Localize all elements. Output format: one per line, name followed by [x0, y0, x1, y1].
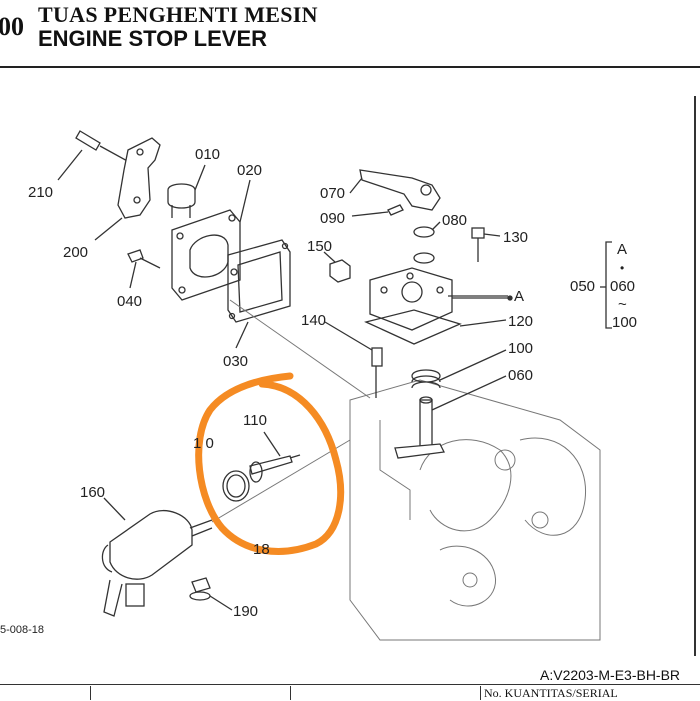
right-border-rule: [694, 96, 696, 656]
model-code: A:V2203-M-E3-BH-BR: [540, 667, 681, 683]
part-label: 120: [508, 313, 534, 330]
section-number: 00: [0, 12, 24, 41]
legend-tilde: ~: [618, 296, 627, 313]
part-label: 190: [233, 603, 259, 620]
footer-divider: [90, 686, 91, 700]
title-indonesian: TUAS PENGHENTI MESIN: [38, 2, 318, 27]
part-label: 210: [28, 184, 54, 201]
part-label: 100: [508, 340, 534, 357]
title-english: ENGINE STOP LEVER: [38, 26, 268, 51]
header-rule: [0, 66, 700, 68]
legend-dot: •: [620, 261, 625, 275]
part-label: 070: [320, 185, 346, 202]
part-label: 110: [243, 412, 267, 429]
part-label: 020: [237, 162, 263, 179]
part-label: 080: [442, 212, 468, 229]
part-label: A: [514, 288, 525, 305]
part-label: 150: [307, 238, 333, 255]
part-label: 030: [223, 353, 249, 370]
footer-text: No. KUANTITAS/SERIAL: [484, 686, 618, 700]
legend-bottom: 100: [612, 314, 638, 331]
part-label: 060: [508, 367, 534, 384]
part-label: 1 0: [193, 435, 214, 452]
footer-divider: [290, 686, 291, 700]
part-label: 200: [63, 244, 89, 261]
legend-left: 050: [570, 278, 596, 295]
legend-mid: 060: [610, 278, 636, 295]
footer-cell: [480, 686, 700, 700]
part-label: 130: [503, 229, 529, 246]
orange-circle-annotation: [195, 372, 345, 555]
footer-rule: [0, 684, 700, 685]
part-label: 140: [301, 312, 327, 329]
diagram-code: 5-008-18: [0, 624, 45, 636]
part-label: 090: [320, 210, 346, 227]
part-label: 160: [80, 484, 106, 501]
legend-top: A: [617, 241, 628, 258]
part-label: 010: [195, 146, 221, 163]
part-label: 18: [253, 541, 270, 558]
part-label: 040: [117, 293, 143, 310]
